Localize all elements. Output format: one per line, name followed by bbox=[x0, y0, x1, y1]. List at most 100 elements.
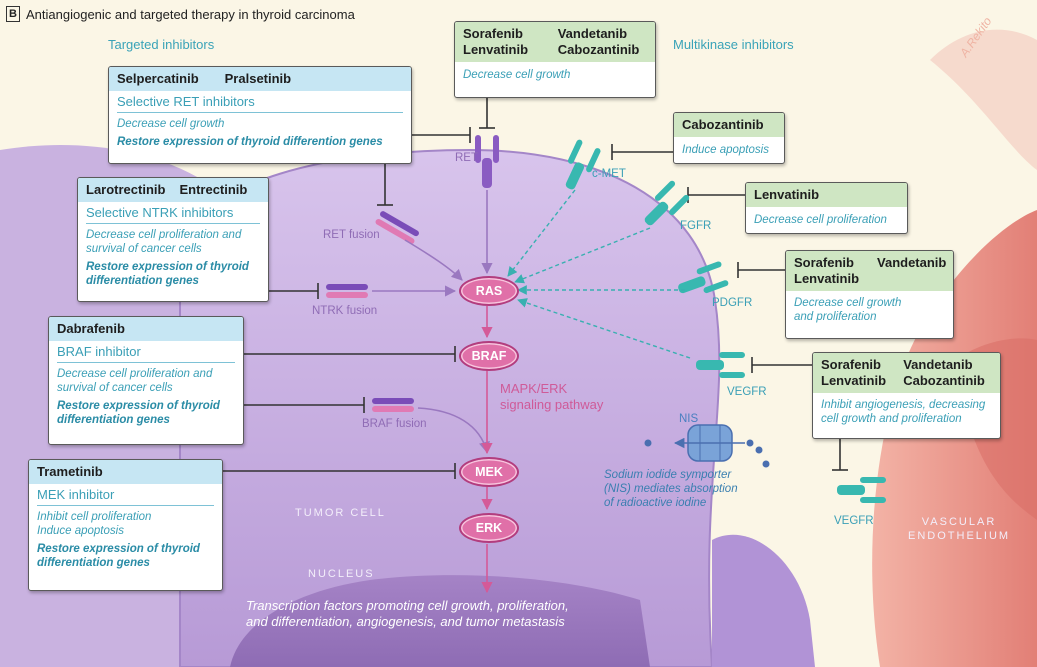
cmet-label: c-MET bbox=[592, 168, 626, 180]
mek-inhibitor-box: Trametinib MEK inhibitor Inhibit cell pr… bbox=[28, 459, 223, 591]
braf-fusion-icon bbox=[372, 398, 414, 412]
effect-line: survival of cancer cells bbox=[57, 382, 173, 394]
ret-label: RET bbox=[455, 152, 478, 164]
tumor-cell-shape bbox=[179, 148, 721, 667]
drug-name: Vandetanib bbox=[877, 255, 947, 270]
pathway-line: signaling pathway bbox=[500, 397, 604, 412]
effect-text: Decrease cell proliferation and survival … bbox=[57, 367, 235, 395]
drug-name: Cabozantinib bbox=[903, 373, 985, 388]
effect-line: Decrease cell growth bbox=[794, 297, 902, 309]
ntrk-fusion-icon bbox=[326, 284, 368, 298]
effect-text: Inhibit angiogenesis, decreasing cell gro… bbox=[821, 398, 992, 426]
nis-line: (NIS) mediates absorption bbox=[604, 483, 738, 495]
vegfr-receptor-icon bbox=[696, 352, 745, 378]
section-targeted-inhibitors: Targeted inhibitors bbox=[108, 37, 215, 52]
mek-node: MEK bbox=[459, 457, 519, 487]
ret-fusion-label: RET fusion bbox=[323, 229, 380, 241]
drug-name: Selpercatinib bbox=[117, 71, 199, 86]
effect-line: and proliferation bbox=[794, 311, 877, 323]
effect-line: Inhibit angiogenesis, decreasing bbox=[821, 399, 986, 411]
ret-fusion-icon bbox=[375, 211, 419, 244]
effect-text: Decrease cell growth bbox=[117, 118, 225, 130]
nis-symporter-icon bbox=[644, 424, 770, 468]
drug-name: Larotrectinib bbox=[86, 182, 166, 197]
cmet-receptor-icon bbox=[565, 139, 601, 190]
lenvatinib-box: Lenvatinib Decrease cell proliferation bbox=[745, 182, 908, 234]
effect-line: Decrease cell proliferation and bbox=[86, 229, 242, 241]
figure-title: B Antiangiogenic and targeted therapy in… bbox=[6, 6, 355, 22]
ntrk-fusion-label: NTRK fusion bbox=[312, 305, 378, 317]
restore-line: differentiation genes bbox=[57, 414, 170, 426]
tumor-cell-label: TUMOR CELL bbox=[295, 507, 386, 519]
effect-line: cell growth and proliferation bbox=[821, 413, 962, 425]
drug-name: Trametinib bbox=[37, 464, 103, 479]
drug-name: Lenvatinib bbox=[794, 271, 860, 286]
effect-line: Decrease cell proliferation and bbox=[57, 368, 213, 380]
drug-names: Sorafenib Vandetanib Lenvatinib bbox=[786, 251, 953, 291]
lower-cell-shape bbox=[712, 534, 815, 667]
nis-description: Sodium iodide symporter (NIS) mediates a… bbox=[604, 468, 769, 510]
vegfr-endothelial-receptor-icon bbox=[837, 477, 886, 503]
transcription-line: and differentiation, angiogenesis, and t… bbox=[246, 614, 565, 629]
pdgfr-receptor-icon bbox=[678, 261, 729, 294]
vegfr-label: VEGFR bbox=[727, 386, 767, 398]
drug-names: Dabrafenib bbox=[49, 317, 243, 341]
cabozantinib-box: Cabozantinib Induce apoptosis bbox=[673, 112, 785, 164]
drug-class: Selective RET inhibitors bbox=[117, 94, 403, 113]
transcription-caption: Transcription factors promoting cell gro… bbox=[246, 598, 626, 630]
effect-text: Induce apoptosis bbox=[682, 144, 769, 156]
sorafenib-vandetanib-box: Sorafenib Vandetanib Lenvatinib Decrease… bbox=[785, 250, 954, 339]
ret-inhibitor-box: Selpercatinib Pralsetinib Selective RET … bbox=[108, 66, 412, 164]
drug-name: Sorafenib bbox=[821, 357, 881, 372]
pathway-label: MAPK/ERK signaling pathway bbox=[500, 381, 603, 413]
vegfr-endothelial-label: VEGFR bbox=[834, 515, 874, 527]
pdgfr-label: PDGFR bbox=[712, 297, 753, 309]
nis-line: Sodium iodide symporter bbox=[604, 469, 732, 481]
effect-line: Induce apoptosis bbox=[37, 525, 124, 537]
nis-line: of radioactive iodine bbox=[604, 497, 707, 509]
drug-name: Vandetanib bbox=[903, 357, 973, 372]
restore-line: differentiation genes bbox=[37, 557, 150, 569]
restore-line: Restore expression of thyroid bbox=[86, 261, 249, 273]
restore-text: Restore expression of thyroid differenti… bbox=[117, 136, 383, 148]
drug-name: Lenvatinib bbox=[821, 373, 887, 388]
fgfr-label: FGFR bbox=[680, 220, 712, 232]
drug-name: Lenvatinib bbox=[463, 42, 529, 57]
drug-name: Sorafenib bbox=[794, 255, 854, 270]
effect-text: Decrease cell proliferation and survival … bbox=[86, 228, 260, 256]
vascular-line: VASCULAR bbox=[921, 516, 997, 528]
nucleus-shape bbox=[230, 575, 650, 667]
braf-fusion-label: BRAF fusion bbox=[362, 418, 427, 430]
drug-name: Pralsetinib bbox=[224, 71, 292, 86]
drug-names: Larotrectinib Entrectinib bbox=[78, 178, 268, 202]
drug-class: BRAF inhibitor bbox=[57, 344, 235, 363]
braf-inhibitor-box: Dabrafenib BRAF inhibitor Decrease cell … bbox=[48, 316, 244, 445]
effect-text: Decrease cell proliferation bbox=[754, 214, 887, 226]
vascular-line: ENDOTHELIUM bbox=[908, 530, 1011, 542]
nucleus-label: NUCLEUS bbox=[308, 568, 375, 580]
drug-name: Vandetanib bbox=[557, 26, 628, 41]
fgfr-receptor-icon bbox=[644, 180, 690, 226]
effect-line: Inhibit cell proliferation bbox=[37, 511, 152, 523]
drug-name: Cabozantinib bbox=[557, 42, 640, 57]
drug-name: Lenvatinib bbox=[754, 187, 820, 202]
transcription-line: Transcription factors promoting cell gro… bbox=[246, 598, 569, 613]
drug-name: Sorafenib bbox=[463, 26, 523, 41]
drug-name: Cabozantinib bbox=[682, 117, 764, 132]
effect-line: survival of cancer cells bbox=[86, 243, 202, 255]
braf-node: BRAF bbox=[459, 341, 519, 371]
ret-receptor-icon bbox=[475, 135, 499, 188]
drug-name: Dabrafenib bbox=[57, 321, 125, 336]
effect-text: Decrease cell growth and proliferation bbox=[794, 296, 945, 324]
section-multikinase-inhibitors: Multikinase inhibitors bbox=[673, 37, 794, 52]
multikinase-top-box: Sorafenib Vandetanib Lenvatinib Cabozant… bbox=[454, 21, 656, 98]
sorafenib-vandetanib-lenvatinib-cabozantinib-box: Sorafenib Vandetanib Lenvatinib Cabozant… bbox=[812, 352, 1001, 439]
pathway-line: MAPK/ERK bbox=[500, 381, 568, 396]
vascular-endothelium-label: VASCULAR ENDOTHELIUM bbox=[908, 515, 1010, 543]
panel-letter: B bbox=[6, 6, 20, 22]
ras-node: RAS bbox=[459, 276, 519, 306]
